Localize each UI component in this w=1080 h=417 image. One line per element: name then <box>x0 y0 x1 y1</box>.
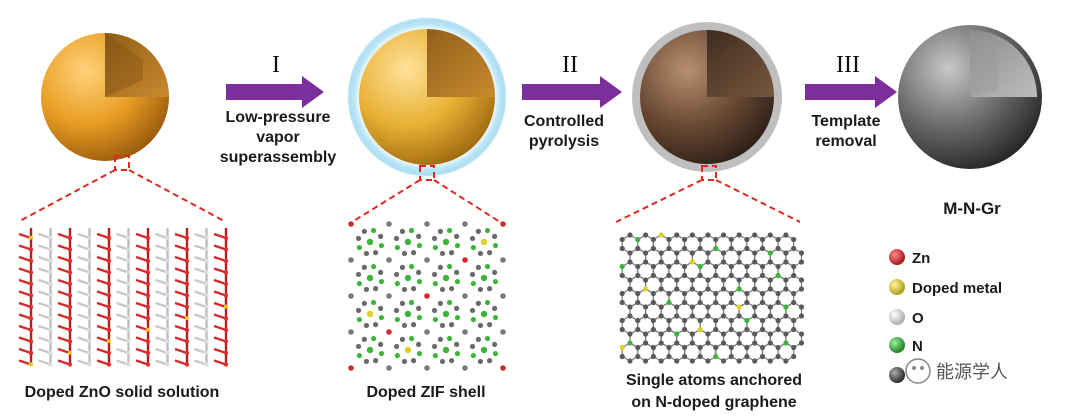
zif-coated-sphere <box>347 17 507 177</box>
svg-text:Doped metal: Doped metal <box>912 280 1002 297</box>
zoom-indicator-3 <box>615 165 801 223</box>
watermark: 能源学人 <box>905 358 1008 384</box>
step-1-numeral: I <box>272 52 280 78</box>
legend-item-o: O <box>889 309 924 327</box>
step-2-numeral: II <box>562 52 578 78</box>
step-1-line-1: Low-pressure <box>226 109 331 126</box>
zno-crystal-structure <box>18 228 229 367</box>
step-1-line-2: vapor <box>256 129 300 146</box>
step-arrow-2 <box>522 76 622 108</box>
hollow-product-sphere <box>898 25 1042 169</box>
doped-graphene-structure <box>619 232 805 364</box>
step-arrow-1 <box>226 76 324 108</box>
step-2-line-1: Controlled <box>524 113 604 130</box>
step-3-numeral: III <box>836 52 860 78</box>
graphene-structure-label-line-1: Single atoms anchored <box>626 372 802 389</box>
legend-item-c <box>889 367 905 383</box>
step-3-line-1: Template <box>811 113 880 130</box>
legend-item-n: N <box>889 337 923 355</box>
zno-sphere <box>41 33 169 161</box>
product-label: M-N-Gr <box>943 199 1001 218</box>
svg-text:Zn: Zn <box>912 250 930 267</box>
legend-item-zn: Zn <box>889 249 930 267</box>
zoom-indicator-2 <box>351 165 501 223</box>
graphene-structure-label-line-2: on N-doped graphene <box>631 394 796 411</box>
zoom-indicator-1 <box>17 155 227 223</box>
watermark-text: 能源学人 <box>936 362 1008 383</box>
svg-text:N: N <box>912 338 923 355</box>
zif-framework-structure <box>348 221 506 371</box>
step-3-line-2: removal <box>815 133 876 150</box>
step-2-line-2: pyrolysis <box>529 133 599 150</box>
legend-item-doped-metal: Doped metal <box>889 279 1002 297</box>
step-arrow-3 <box>805 76 897 108</box>
step-1-line-3: superassembly <box>220 149 337 166</box>
zif-structure-label: Doped ZIF shell <box>366 384 485 401</box>
svg-text:O: O <box>912 310 924 327</box>
carbon-sphere <box>632 22 782 172</box>
atom-legend: Zn Doped metal O N <box>889 249 1002 383</box>
zno-structure-label: Doped ZnO solid solution <box>25 384 220 401</box>
